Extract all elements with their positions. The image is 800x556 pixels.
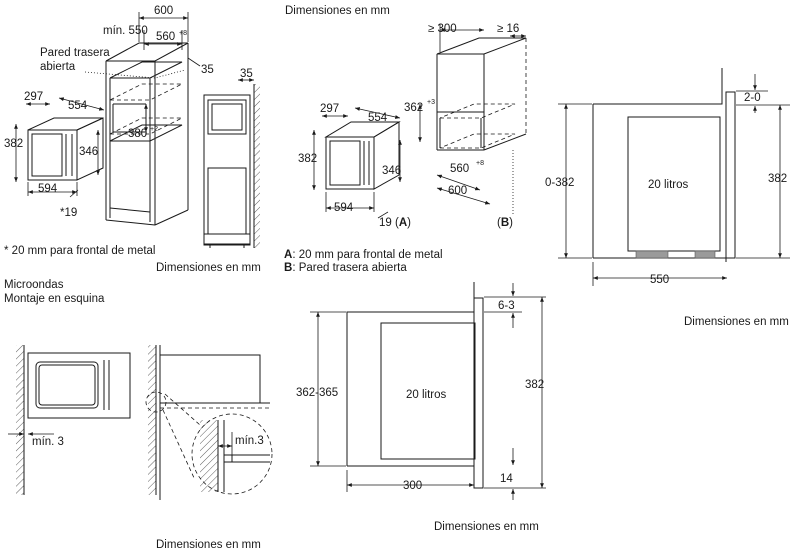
section-front-drawing — [346, 282, 484, 489]
dim-600-b: 600 — [448, 185, 467, 197]
dim-380: 380 — [128, 128, 147, 140]
panel4-dims-label: Dimensiones en mm — [156, 539, 261, 551]
panel-corner-mount: Microondas Montaje en esquina mín. 3 — [4, 279, 273, 551]
legend-a: A: 20 mm para frontal de metal — [284, 249, 443, 261]
panel1-dims-label: Dimensiones en mm — [156, 262, 261, 274]
label-20-litros-b: 20 litros — [406, 389, 447, 401]
legend-b: B: Pared trasera abierta — [284, 262, 407, 274]
dim-550: 550 — [650, 274, 669, 286]
dim-560-b: 560 — [450, 163, 469, 175]
corner-title-2: Montaje en esquina — [4, 293, 105, 305]
panel3-dims-label: Dimensiones en mm — [684, 316, 789, 328]
panel-section-front: 20 litros 362-365 6-3 382 14 300 Dimensi… — [296, 282, 546, 533]
dim-min-550: mín. 550 — [103, 25, 148, 37]
dim-300: 300 — [403, 480, 422, 492]
dim-362-365: 362-365 — [296, 387, 338, 399]
dim-346: 346 — [79, 146, 98, 158]
label-b-marker: (B) — [497, 217, 513, 229]
panel-section-side: 20 litros 0-382 2-0 382 550 Dimensiones … — [545, 68, 790, 328]
panel5-dims-label: Dimensiones en mm — [434, 521, 539, 533]
dim-554: 554 — [68, 100, 88, 112]
dim-382: 382 — [4, 138, 23, 150]
dim-560-b-tol: +8 — [476, 160, 484, 167]
dim-600: 600 — [154, 5, 173, 17]
side-view-drawing — [203, 84, 260, 248]
dim-ge-16: ≥ 16 — [497, 23, 519, 35]
dim-362-tol: +3 — [427, 99, 435, 106]
note-metal-front: * 20 mm para frontal de metal — [4, 245, 156, 257]
dim-ge-300: ≥ 300 — [428, 23, 457, 35]
header-dims-label: Dimensiones en mm — [285, 5, 390, 17]
dim-362: 362 — [404, 102, 423, 114]
dim-297-b: 297 — [320, 103, 339, 115]
dim-560: 560 — [156, 31, 175, 43]
dim-19-b: 19 (A) — [379, 217, 411, 229]
label-20-litros-a: 20 litros — [648, 179, 689, 191]
dim-594: 594 — [38, 183, 58, 195]
dim-35-a: 35 — [201, 64, 214, 76]
dim-560-tol: +8 — [179, 30, 187, 37]
dim-0-382: 0-382 — [545, 177, 574, 189]
dim-19: *19 — [60, 207, 77, 219]
dim-594-b: 594 — [334, 202, 354, 214]
section-drawing — [592, 68, 736, 262]
niche-drawing — [436, 37, 527, 214]
label-pared-2: abierta — [40, 61, 76, 73]
dim-382-d: 382 — [525, 379, 544, 391]
dim-14: 14 — [500, 473, 513, 485]
label-pared-1: Pared trasera — [40, 47, 110, 59]
panel-niche-install: ≥ 300 ≥ 16 362 +3 560 +8 600 297 554 382… — [284, 23, 527, 274]
corner-title-1: Microondas — [4, 279, 64, 291]
dim-382-c: 382 — [768, 173, 787, 185]
panel-tall-cabinet: 600 mín. 550 560 +8 35 Pared trasera abi… — [4, 5, 261, 274]
microwave-unit-drawing-2 — [324, 121, 401, 190]
dim-35-b: 35 — [240, 68, 253, 80]
dim-346-b: 346 — [382, 165, 401, 177]
dim-6-3: 6-3 — [498, 300, 515, 312]
corner-side-drawing — [145, 345, 273, 500]
dim-382-b: 382 — [298, 153, 317, 165]
dim-380-tol: +2 — [150, 126, 158, 133]
corner-front-drawing — [16, 345, 131, 495]
dim-min-3-a: mín. 3 — [32, 436, 64, 448]
dim-554-b: 554 — [368, 112, 388, 124]
dim-2-0: 2-0 — [744, 92, 761, 104]
dim-297: 297 — [24, 91, 43, 103]
microwave-unit-drawing — [27, 117, 104, 181]
dim-min-3-b: mín.3 — [235, 435, 264, 447]
